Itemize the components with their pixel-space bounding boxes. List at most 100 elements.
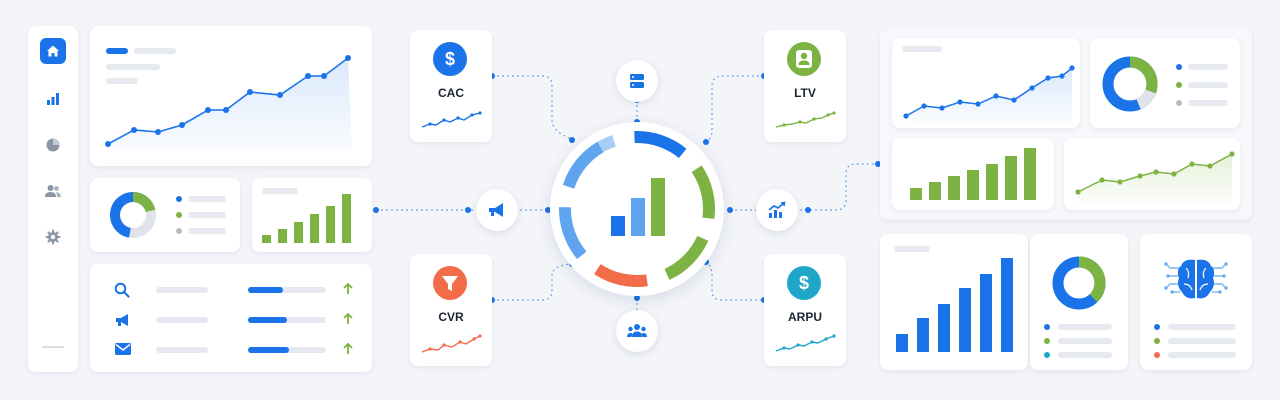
bar	[1005, 156, 1017, 200]
sidebar-item-analytics[interactable]	[40, 86, 66, 112]
funnel-icon	[433, 266, 467, 300]
mix-donut-card	[1030, 234, 1128, 370]
sidebar-item-settings[interactable]	[40, 224, 66, 250]
sidebar-divider	[42, 346, 64, 348]
hub-node-team[interactable]	[616, 310, 658, 352]
bar-chart-icon	[47, 93, 59, 105]
legend-text-placeholder	[1168, 352, 1236, 358]
retention-line-chart	[1075, 151, 1235, 204]
bar	[929, 182, 941, 200]
sidebar	[28, 26, 78, 372]
conversion-bar-chart	[910, 148, 1036, 200]
volume-bar-chart	[896, 258, 1013, 352]
share-donut-chart	[1102, 56, 1158, 112]
home-icon	[47, 45, 59, 57]
mail-icon	[115, 343, 131, 355]
channel-progress-fill	[248, 287, 284, 293]
metric-card-cvr[interactable]: CVR	[410, 254, 492, 366]
channel-label-placeholder	[156, 317, 208, 323]
sidebar-item-reports[interactable]	[40, 132, 66, 158]
hub-node-campaigns[interactable]	[476, 189, 518, 231]
segment-donut-card	[90, 178, 240, 252]
conversion-bars-card	[892, 138, 1054, 210]
bar	[938, 304, 950, 352]
legend-text-placeholder	[1058, 338, 1112, 344]
legend-text-placeholder	[1188, 64, 1228, 70]
metric-label: CVR	[438, 310, 464, 324]
ltv-sparkline	[775, 111, 836, 128]
retention-trend-card	[1064, 138, 1240, 210]
traffic-trend-card	[90, 26, 372, 166]
bar	[967, 170, 979, 200]
users-icon	[45, 185, 61, 197]
user-icon	[787, 42, 821, 76]
card-subtitle-placeholder	[106, 64, 160, 70]
megaphone-icon	[489, 203, 503, 217]
legend-dot-gray	[1176, 100, 1182, 106]
pie-chart-icon	[46, 138, 60, 152]
revenue-line-chart	[903, 65, 1075, 122]
metric-card-arpu[interactable]: $ ARPU	[764, 254, 846, 366]
ai-insights-card	[1140, 234, 1252, 370]
growth-bar-chart	[262, 194, 351, 243]
growth-bars-card	[252, 178, 372, 252]
legend-text-placeholder	[1058, 352, 1112, 358]
volume-bars-card	[880, 234, 1028, 370]
legend-text-placeholder	[188, 196, 226, 202]
dollar-icon: $	[787, 266, 821, 300]
bar-chart-icon	[611, 178, 665, 236]
bar	[262, 235, 271, 243]
legend-dot-gray	[176, 228, 182, 234]
bar	[986, 164, 998, 200]
search-icon	[114, 282, 130, 298]
card-title-placeholder	[902, 46, 942, 52]
sidebar-item-users[interactable]	[40, 178, 66, 204]
legend-dot-green	[176, 212, 182, 218]
metric-card-cac[interactable]: $ CAC	[410, 30, 492, 142]
legend-text-placeholder	[1058, 324, 1112, 330]
analytics-hub[interactable]	[550, 122, 724, 296]
arrow-up-icon	[343, 312, 353, 324]
channel-performance-card	[90, 264, 372, 372]
growth-chart-icon	[768, 201, 786, 218]
bar	[1024, 148, 1036, 200]
arpu-sparkline	[775, 334, 836, 352]
megaphone-icon	[116, 314, 128, 326]
bar	[910, 188, 922, 200]
legend-text-placeholder	[1188, 82, 1228, 88]
sidebar-item-home[interactable]	[40, 38, 66, 64]
metric-card-ltv[interactable]: LTV	[764, 30, 846, 142]
legend-dot-blue	[176, 196, 182, 202]
hub-node-growth[interactable]	[756, 189, 798, 231]
bar	[1001, 258, 1013, 352]
legend-dot-green	[1044, 338, 1050, 344]
bar	[342, 194, 351, 243]
mix-donut-chart	[1052, 256, 1106, 310]
legend-dot-green	[1154, 338, 1160, 344]
revenue-trend-card	[892, 38, 1080, 128]
channel-progress-fill	[248, 317, 287, 323]
card-title-accent	[106, 48, 128, 54]
legend-text-placeholder	[1188, 100, 1228, 106]
overview-panel	[880, 28, 1252, 220]
channel-label-placeholder	[156, 347, 208, 353]
channel-label-placeholder	[156, 287, 208, 293]
bar	[326, 206, 335, 243]
ai-brain-icon	[1164, 259, 1228, 299]
traffic-line-chart	[105, 55, 352, 151]
card-title-placeholder	[262, 188, 298, 194]
bar	[896, 334, 908, 352]
gear-icon	[45, 229, 61, 245]
legend-text-placeholder	[1168, 338, 1236, 344]
legend-text-placeholder	[1168, 324, 1236, 330]
metric-label: LTV	[794, 86, 816, 100]
arrow-up-icon	[343, 282, 353, 294]
bar	[278, 229, 287, 243]
hub-node-database[interactable]	[616, 60, 658, 102]
metric-label: ARPU	[787, 310, 822, 324]
traffic-points	[105, 55, 351, 147]
bar	[294, 222, 303, 243]
card-title-placeholder	[894, 246, 930, 252]
metric-label: CAC	[438, 86, 464, 100]
arrow-up-icon	[343, 342, 353, 354]
